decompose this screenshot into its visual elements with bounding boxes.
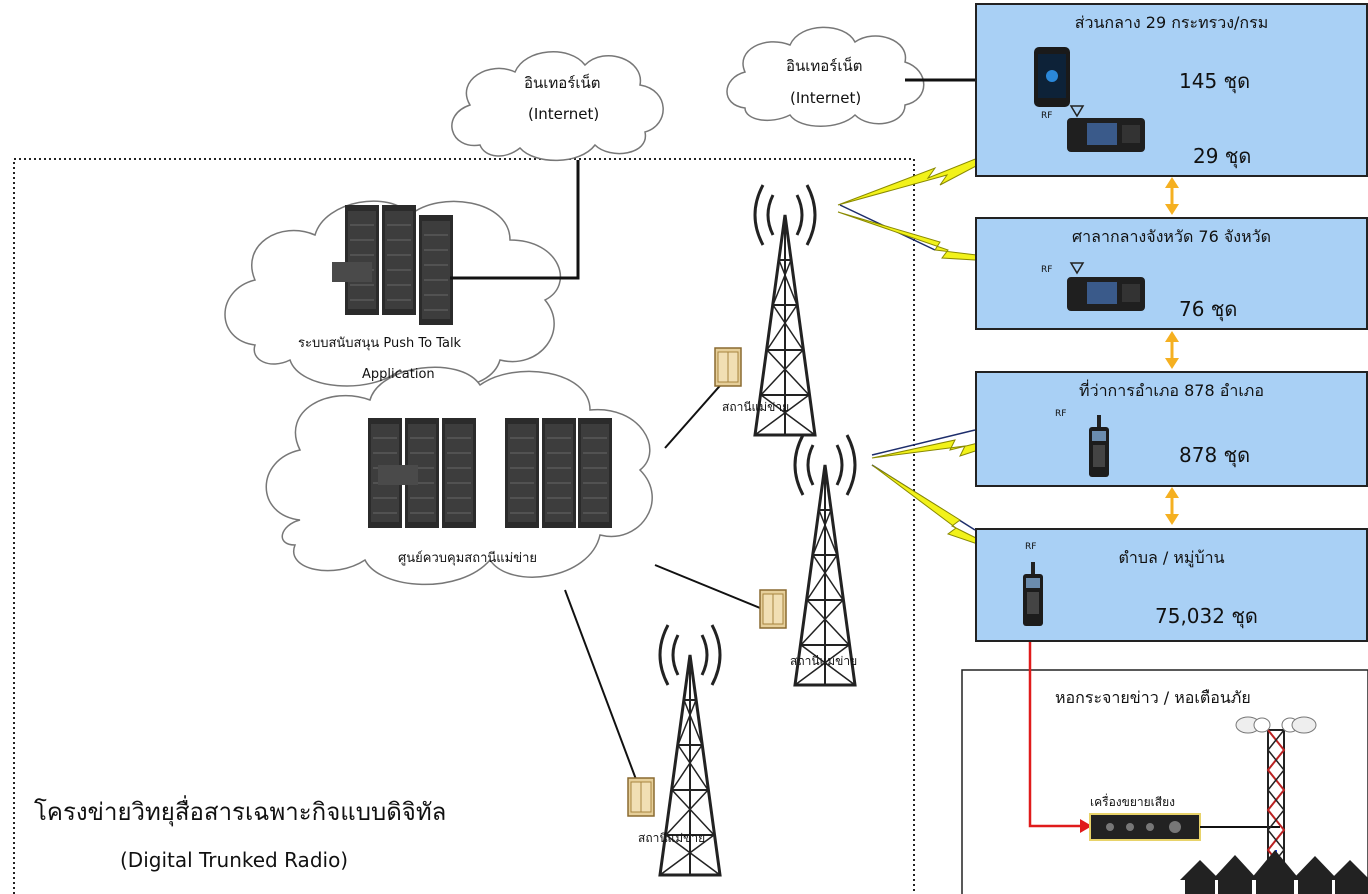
station-label-1: สถานีแม่ข่าย xyxy=(722,400,790,414)
central-qty-phone: 145 ชุด xyxy=(1179,69,1251,93)
ptt-label-line1: ระบบสนับสนุน Push To Talk xyxy=(298,336,462,351)
village-box: ตำบล / หมู่บ้าน RF 75,032 ชุด xyxy=(975,528,1368,642)
village-title: ตำบล / หมู่บ้าน xyxy=(1118,548,1225,567)
village-rf: RF xyxy=(1025,542,1037,552)
mobile-radio-icon-2 xyxy=(1067,262,1145,311)
network-title-th: โครงข่ายวิทยุสื่อสารเฉพาะกิจแบบดิจิทัล xyxy=(34,798,447,826)
province-box: ศาลากลางจังหวัด 76 จังหวัด RF 76 ชุด xyxy=(975,217,1368,330)
amplifier-feed-line xyxy=(1028,625,1082,828)
district-title: ที่ว่าการอำเภอ 878 อำเภอ xyxy=(1079,381,1264,400)
mobile-radio-icon xyxy=(1067,105,1145,152)
warning-title: หอกระจายข่าว / หอเตือนภัย xyxy=(1055,688,1251,707)
internet-cloud-left xyxy=(451,51,664,162)
houses xyxy=(1180,850,1368,894)
district-box: ที่ว่าการอำเภอ 878 อำเภอ RF 878 ชุด xyxy=(975,371,1368,487)
internet-link-line xyxy=(450,160,580,280)
warning-tower xyxy=(1235,716,1317,894)
handheld-radio-icon-2 xyxy=(1023,562,1043,626)
internet-left-th: อินเทอร์เน็ต xyxy=(524,74,601,92)
hierarchy-arrows xyxy=(1165,177,1179,525)
smartphone-icon xyxy=(1034,47,1070,107)
network-title-en: (Digital Trunked Radio) xyxy=(120,848,349,872)
district-rf: RF xyxy=(1055,409,1067,419)
network-boundary xyxy=(13,158,915,894)
station-label-3: สถานีแม่ข่าย xyxy=(638,831,706,845)
central-box: ส่วนกลาง 29 กระทรวง/กรม 145 ชุด RF 29 ชุ… xyxy=(975,3,1368,177)
control-center-label: ศูนย์ควบคุมสถานีแม่ข่าย xyxy=(398,551,538,566)
internet-cloud-right xyxy=(726,26,925,127)
village-qty: 75,032 ชุด xyxy=(1155,604,1258,628)
station-label-2: สถานีแม่ข่าย xyxy=(790,654,858,668)
ptt-label-line2: Application xyxy=(362,367,435,382)
handheld-radio-icon xyxy=(1089,415,1109,477)
province-rf: RF xyxy=(1041,265,1053,275)
central-qty-radio: 29 ชุด xyxy=(1193,144,1252,168)
rf-links xyxy=(837,134,1071,556)
amplifier-label: เครื่องขยายเสียง xyxy=(1090,795,1175,809)
district-qty: 878 ชุด xyxy=(1179,443,1251,467)
province-qty: 76 ชุด xyxy=(1179,297,1238,321)
internet-right-th: อินเทอร์เน็ต xyxy=(786,57,863,75)
internet-right-en: (Internet) xyxy=(790,89,862,107)
province-title: ศาลากลางจังหวัด 76 จังหวัด xyxy=(1072,227,1271,246)
central-rf: RF xyxy=(1041,111,1053,121)
internet-left-en: (Internet) xyxy=(528,105,600,123)
central-title: ส่วนกลาง 29 กระทรวง/กรม xyxy=(1074,13,1269,32)
